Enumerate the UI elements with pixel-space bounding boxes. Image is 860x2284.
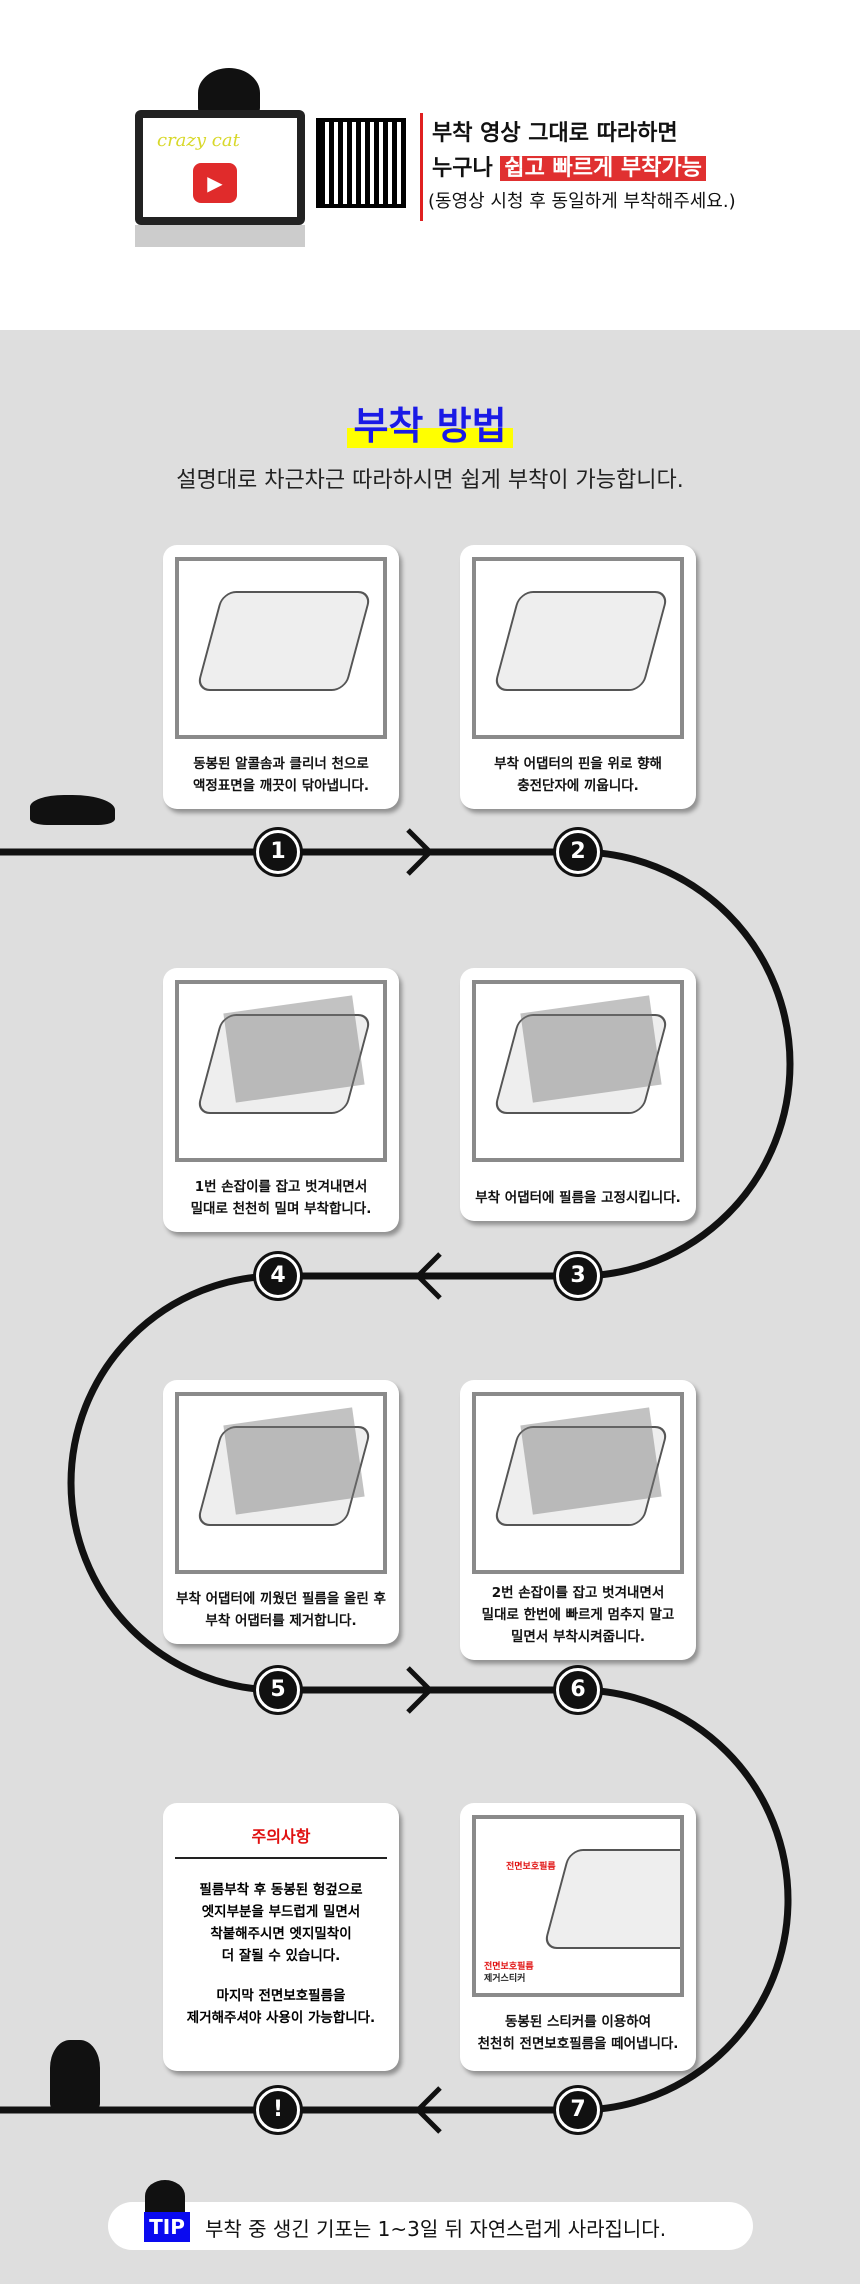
step-illustration — [472, 980, 684, 1162]
caution-title: 주의사항 — [175, 1815, 387, 1859]
step-illustration — [175, 557, 387, 739]
title-text: 부착 방법 — [347, 404, 513, 448]
step-illustration — [472, 557, 684, 739]
caution-number: ! — [256, 2088, 300, 2132]
header-line2-prefix: 누구나 — [432, 156, 493, 181]
step-text: 부착 어댑터에 필름을 고정시킵니다. — [475, 1190, 681, 1206]
step-number-7: 7 — [556, 2088, 600, 2132]
arrow-right-icon — [406, 828, 434, 876]
header-highlight: 쉽고 빠르게 부착가능 — [500, 156, 706, 181]
step-text: 부착 어댑터에 끼웠던 필름을 올린 후 부착 어댑터를 제거합니다. — [176, 1591, 386, 1629]
step-text: 동봉된 알콜솜과 클리너 천으로 액정표면을 깨끗이 닦아냅니다. — [193, 756, 369, 794]
step-text: 동봉된 스티커를 이용하여 천천히 전면보호필름을 떼어냅니다. — [477, 2014, 679, 2052]
step-number-4: 4 — [256, 1254, 300, 1298]
caution-text: 필름부착 후 동봉된 헝겊으로 엣지부분을 부드럽게 밀면서 착붙해주시면 엣지… — [199, 1882, 363, 1964]
step-card-6: 2번 손잡이를 잡고 벗겨내면서 밀대로 한번에 빠르게 멈추지 말고 밀면서 … — [460, 1380, 696, 1660]
step-text: 2번 손잡이를 잡고 벗겨내면서 밀대로 한번에 빠르게 멈추지 말고 밀면서 … — [481, 1585, 675, 1645]
page-title: 부착 방법 — [0, 395, 860, 450]
step-text: 부착 어댑터의 핀을 위로 향해 충전단자에 끼웁니다. — [494, 756, 662, 794]
step-number-5: 5 — [256, 1668, 300, 1712]
arrow-left-icon — [414, 2086, 442, 2134]
tip-badge: TIP — [144, 2212, 190, 2242]
step-illustration — [175, 980, 387, 1162]
step-illustration — [472, 1392, 684, 1574]
subtitle: 설명대로 차근차근 따라하시면 쉽게 부착이 가능합니다. — [176, 468, 684, 493]
sticker-label: 전면보호필름 — [484, 1962, 534, 1972]
caution-card: 주의사항 필름부착 후 동봉된 헝겊으로 엣지부분을 부드럽게 밀면서 착붙해주… — [163, 1803, 399, 2071]
tip-cat-icon — [145, 2180, 185, 2212]
step-card-3: 부착 어댑터에 필름을 고정시킵니다. — [460, 968, 696, 1221]
header-line1: 부착 영상 그대로 따라하면 — [432, 121, 678, 146]
step-card-2: 부착 어댑터의 핀을 위로 향해 충전단자에 끼웁니다. — [460, 545, 696, 809]
arrow-right-icon — [406, 1666, 434, 1714]
brand-text: crazy cat — [157, 130, 240, 151]
film-label: 전면보호필름 — [506, 1862, 556, 1872]
youtube-play-icon[interactable]: ▶ — [193, 163, 237, 203]
monitor-illustration: crazy cat ▶ — [135, 110, 305, 225]
header-line2: 누구나 쉽고 빠르게 부착가능 — [432, 150, 706, 182]
monitor-stand — [135, 225, 305, 247]
step-illustration: 전면보호필름 전면보호필름 제거스티커 — [472, 1815, 684, 1997]
step-text: 1번 손잡이를 잡고 벗겨내면서 밀대로 천천히 밀며 부착합니다. — [190, 1179, 372, 1217]
sitting-cat-icon — [50, 2040, 100, 2110]
step-card-1: 동봉된 알콜솜과 클리너 천으로 액정표면을 깨끗이 닦아냅니다. — [163, 545, 399, 809]
caution-text-2: 마지막 전면보호필름을 제거해주셔야 사용이 가능합니다. — [186, 1988, 376, 2026]
tip-text: 부착 중 생긴 기포는 1~3일 뒤 자연스럽게 사라집니다. — [205, 2217, 667, 2241]
cat-illustration — [198, 68, 260, 118]
header-line3: (동영상 시청 후 동일하게 부착해주세요.) — [428, 191, 736, 212]
walking-cat-icon — [30, 795, 115, 825]
step-number-2: 2 — [556, 830, 600, 874]
sticker-label-2: 제거스티커 — [484, 1974, 526, 1984]
step-card-4: 1번 손잡이를 잡고 벗겨내면서 밀대로 천천히 밀며 부착합니다. — [163, 968, 399, 1232]
step-number-6: 6 — [556, 1668, 600, 1712]
step-card-7: 전면보호필름 전면보호필름 제거스티커 동봉된 스티커를 이용하여 천천히 전면… — [460, 1803, 696, 2071]
step-number-3: 3 — [556, 1254, 600, 1298]
step-number-1: 1 — [256, 830, 300, 874]
arrow-left-icon — [414, 1252, 442, 1300]
divider — [420, 113, 423, 221]
step-card-5: 부착 어댑터에 끼웠던 필름을 올린 후 부착 어댑터를 제거합니다. — [163, 1380, 399, 1644]
tip-bar — [108, 2202, 753, 2250]
step-illustration — [175, 1392, 387, 1574]
qr-code[interactable] — [316, 118, 406, 208]
